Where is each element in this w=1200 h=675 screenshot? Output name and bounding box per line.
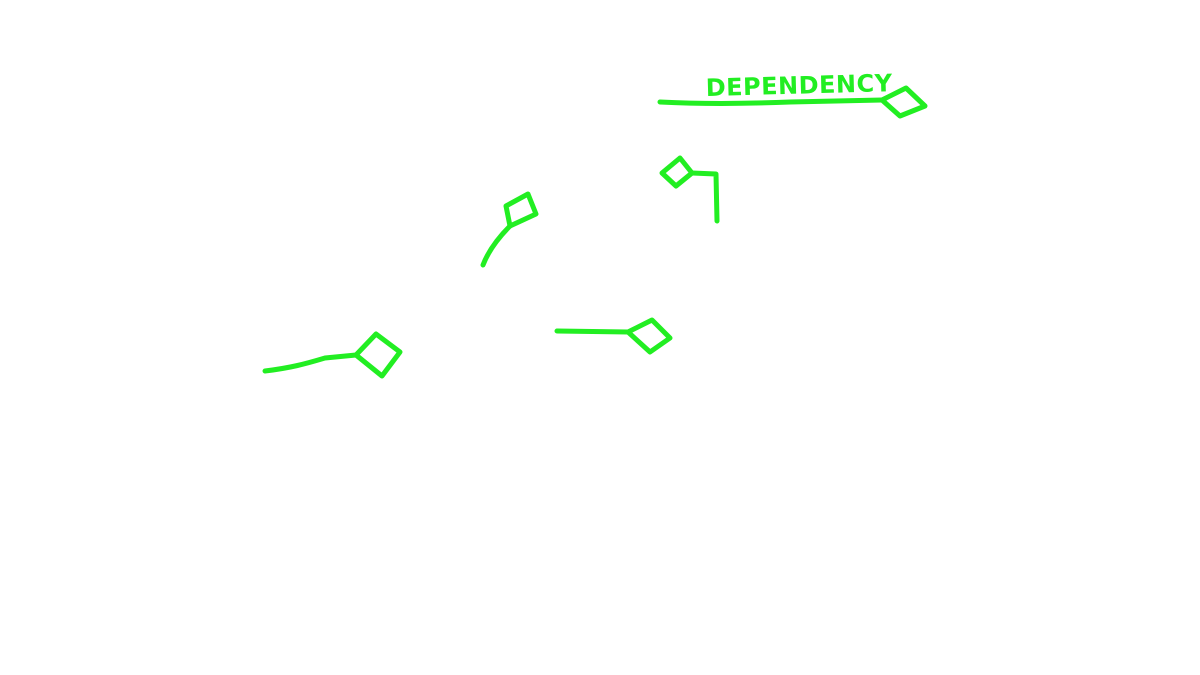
connector-3	[480, 191, 539, 268]
legend-dependency: DEPENDENCY	[657, 69, 928, 119]
connector-4-line	[689, 170, 720, 224]
connector-4	[659, 155, 720, 224]
legend-label: DEPENDENCY	[705, 69, 893, 102]
connector-3-line	[480, 223, 513, 268]
connector-1-line	[262, 352, 359, 374]
connector-2	[554, 317, 673, 355]
connector-1-diamond-icon	[353, 331, 403, 379]
connector-1	[262, 331, 403, 379]
connector-4-diamond-icon	[659, 155, 695, 189]
connector-2-diamond-icon	[625, 317, 673, 355]
connector-3-diamond-icon	[503, 191, 539, 229]
legend-diamond-icon	[879, 85, 928, 119]
legend-line	[657, 97, 885, 106]
connector-2-line	[554, 328, 631, 335]
